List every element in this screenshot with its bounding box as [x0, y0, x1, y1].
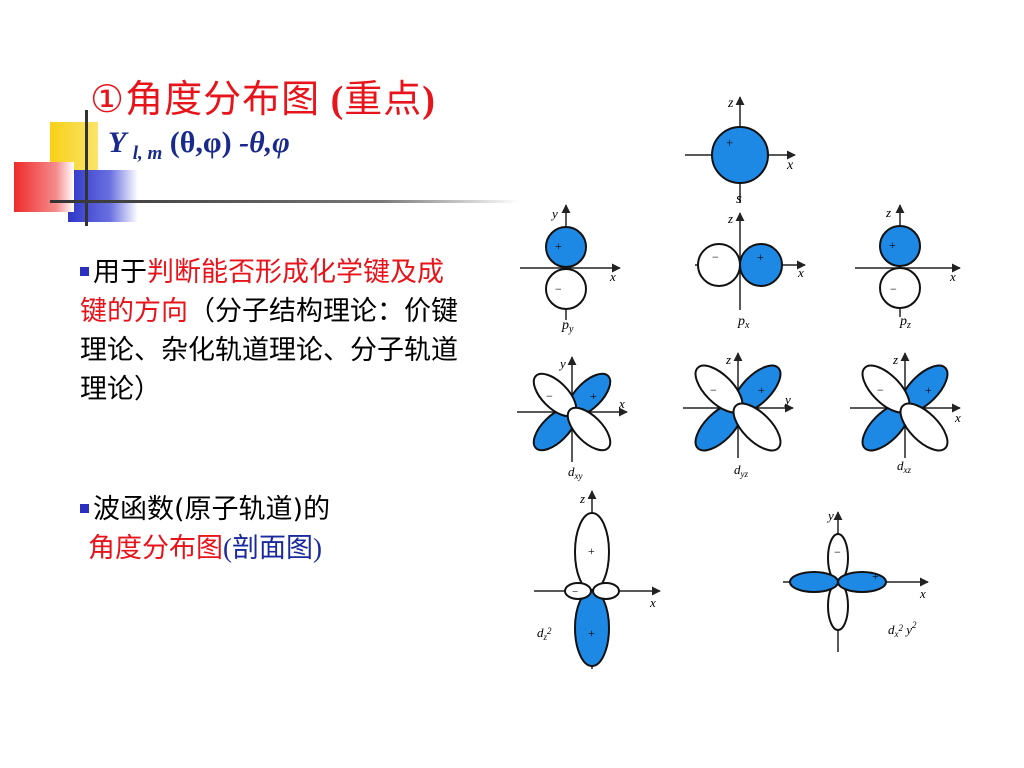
- pz-plus-lobe: [879, 225, 921, 267]
- orbital-dz2: + − + z x dz2: [534, 490, 661, 669]
- dz2-minus: −: [572, 586, 578, 598]
- bullet2-paren-close: ): [313, 533, 322, 563]
- deco-blue-block: [68, 170, 138, 222]
- dx2y2-plus: +: [872, 569, 879, 583]
- dxy-axis-v: y: [558, 356, 566, 371]
- py-axis-h: x: [609, 269, 616, 284]
- py-label: py: [561, 318, 574, 335]
- orbital-diagrams: + x z s + − y x py − + z x px + − z x: [517, 96, 961, 669]
- bullet1-highlight: 判断能否形成化学键及成键的方向: [80, 257, 444, 327]
- dyz-plus: +: [758, 383, 765, 397]
- bullet1-rest: （分子结构理论：价键理论、杂化轨道理论、分子轨道理论）: [80, 296, 458, 405]
- dx2y2-lobe-left: [789, 571, 839, 593]
- page-title: ①角度分布图 (重点): [90, 68, 436, 123]
- pz-plus: +: [889, 238, 896, 252]
- bullet2-prefix: 波函数(原子轨道)的: [93, 494, 331, 525]
- dz2-ring-left: [564, 582, 592, 600]
- title-paren-close: ): [422, 79, 436, 121]
- py-minus: −: [555, 282, 562, 296]
- dyz-minus: −: [710, 383, 717, 397]
- dxz-label: dxz: [897, 458, 911, 475]
- pz-label: pz: [899, 314, 911, 331]
- dz2-label: dz2: [537, 625, 552, 642]
- bullet1-prefix: 用于: [93, 257, 147, 288]
- dyz-axis-v: z: [725, 352, 731, 367]
- orbital-dx2y2: − + y x dx2 y2: [783, 508, 929, 652]
- s-axis-z: z: [727, 96, 734, 111]
- pz-axis-v: z: [885, 205, 891, 220]
- title-emphasis: 重点: [344, 77, 423, 121]
- pz-minus-lobe: [879, 267, 921, 309]
- dxy-minus: −: [546, 389, 553, 403]
- dxz-minus: −: [877, 383, 884, 397]
- formula-subscript: l, m: [132, 143, 163, 164]
- dxz-axis-v: z: [892, 352, 898, 367]
- orbital-dxz: + − z x dxz: [850, 352, 961, 475]
- s-label: s: [736, 191, 742, 207]
- bullet2-highlight: 角度分布图: [88, 533, 223, 564]
- bullet2-paren-open: (: [223, 533, 232, 563]
- dx2y2-lobe-right: [837, 571, 887, 593]
- bullet2-blue: 剖面图: [232, 533, 313, 564]
- py-plus-lobe: [545, 226, 587, 268]
- dxz-axis-h: x: [954, 410, 961, 425]
- dx2y2-label: dx2 y2: [888, 620, 917, 639]
- px-plus: +: [757, 250, 764, 264]
- title-main: 角度分布图: [125, 77, 321, 121]
- px-label: px: [737, 314, 750, 331]
- orbital-s: + x z s: [685, 96, 796, 207]
- formula-args: (θ,φ): [162, 126, 240, 159]
- title-paren-open: (: [320, 79, 345, 121]
- pz-minus: −: [890, 282, 897, 296]
- bullet-purpose: 用于判断能否形成化学键及成键的方向（分子结构理论：价键理论、杂化轨道理论、分子轨…: [80, 253, 460, 409]
- dz2-axis-h: x: [649, 595, 656, 610]
- py-minus-lobe: [545, 268, 587, 310]
- dxy-label: dxy: [568, 464, 583, 481]
- dx2y2-axis-h: x: [919, 586, 926, 601]
- deco-red-block: [14, 162, 74, 212]
- formula-Y: Y: [108, 126, 126, 159]
- dz2-lobe-bottom: [574, 589, 610, 667]
- s-lobe: [711, 126, 769, 184]
- px-minus-lobe: [697, 243, 741, 287]
- dz2-ring-right: [592, 582, 620, 600]
- py-axis-v: y: [550, 206, 558, 221]
- s-plus: +: [726, 135, 733, 150]
- dxz-plus: +: [925, 383, 932, 397]
- title-formula: Y l, m (θ,φ) -θ,φ: [108, 126, 290, 165]
- dz2-plus-top: +: [588, 544, 595, 558]
- deco-vertical-rule: [85, 110, 88, 226]
- orbital-dxy: + − y x dxy: [517, 356, 628, 481]
- title-number: ①: [90, 77, 126, 121]
- dxy-plus: +: [590, 389, 597, 403]
- deco-horizontal-rule: [50, 200, 520, 203]
- py-plus: +: [555, 239, 562, 253]
- bullet-square-icon: [80, 267, 89, 276]
- dx2y2-axis-v: y: [826, 508, 834, 523]
- dyz-axis-h: y: [783, 392, 791, 407]
- pz-axis-h: x: [949, 269, 956, 284]
- px-axis-h: x: [797, 265, 804, 280]
- dxy-axis-h: x: [618, 396, 625, 411]
- s-axis-x: x: [786, 158, 794, 173]
- bullet-angular-plot: 波函数(原子轨道)的 角度分布图(剖面图): [80, 490, 460, 568]
- px-plus-lobe: [739, 243, 783, 287]
- dyz-lobe-se: [732, 402, 782, 452]
- px-minus: −: [712, 250, 719, 264]
- dz2-axis-v: z: [579, 491, 585, 506]
- orbital-pz: + − z x pz: [855, 204, 961, 331]
- corner-decoration: [14, 110, 520, 226]
- orbital-py: + − y x py: [520, 204, 621, 335]
- dx2y2-minus: −: [834, 545, 841, 559]
- px-axis-v: z: [727, 211, 733, 226]
- orbital-px: − + z x px: [695, 211, 806, 331]
- orbital-dyz: + − z y dyz: [683, 352, 794, 479]
- formula-tail: -θ,φ: [239, 126, 290, 159]
- dxz-lobe-se: [899, 402, 949, 452]
- dyz-label: dyz: [734, 462, 748, 479]
- dxy-lobe-se: [566, 406, 612, 452]
- dz2-plus-bottom: +: [588, 626, 595, 640]
- bullet-square-icon: [80, 504, 89, 513]
